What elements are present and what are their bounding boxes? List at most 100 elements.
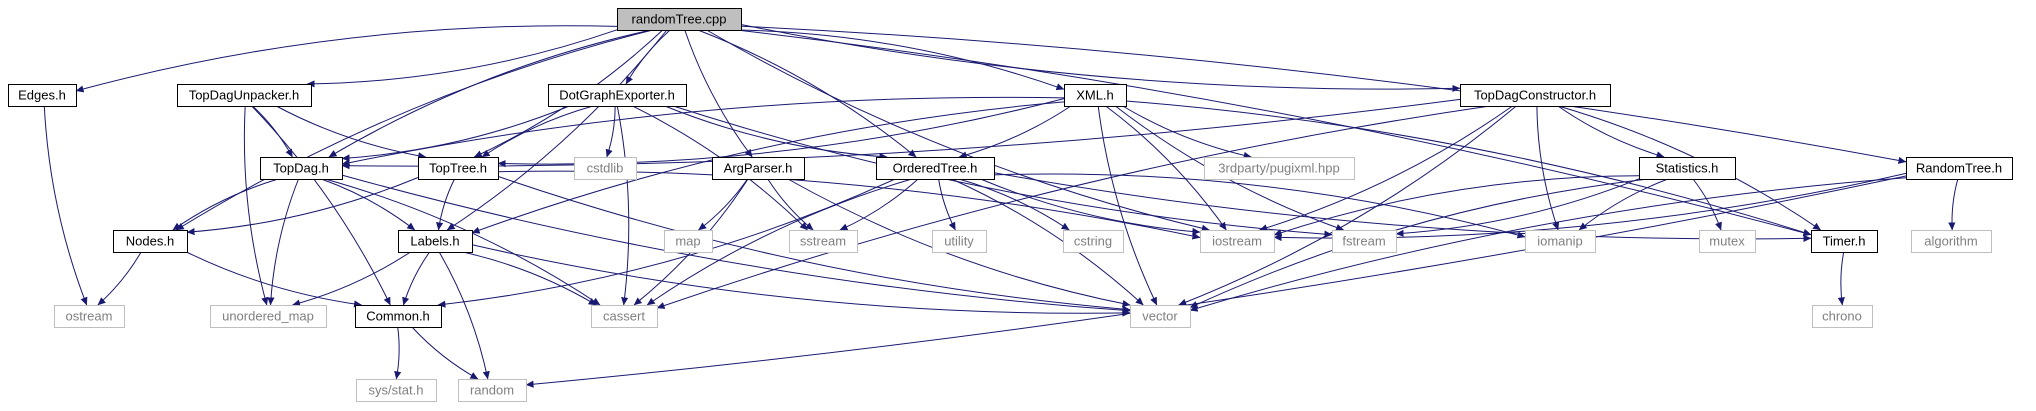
node-fstream: fstream [1332,230,1397,253]
edge-line [958,105,1072,159]
edge-randomtree-h-to-random [525,175,1907,388]
edge-randomtree-cpp-to-xml-h [739,29,1065,91]
node-box [210,305,327,328]
edge-line [471,244,1131,317]
node-box [398,230,473,253]
node-box [617,8,742,31]
node-topdagunpacker-h[interactable]: TopDagUnpacker.h [177,84,312,107]
node-toptree-h[interactable]: TopTree.h [418,157,499,180]
edge-topdagunpacker-h-to-unordered-map [243,105,269,306]
edge-line [394,326,402,380]
edge-statistics-h-to-mutex [1692,178,1722,231]
node-algorithm: algorithm [1911,230,1992,253]
node-topdag-h[interactable]: TopDag.h [260,157,343,180]
edge-line [252,105,293,158]
edge-edges-h-to-ostream [43,105,88,306]
node-box [113,230,188,253]
node-topdagconstructor-h[interactable]: TopDagConstructor.h [1460,84,1611,107]
edge-dotgraphexporter-h-to-topdag-h [341,105,570,162]
edge-line [186,251,362,308]
edge-line [1557,105,1665,159]
node-box [789,230,858,253]
node-label: random [470,383,514,398]
edge-line [1259,105,1513,232]
node-argparser-h[interactable]: ArgParser.h [712,157,805,180]
edge-line [321,178,416,231]
node-edges-h[interactable]: Edges.h [8,84,77,107]
node-common-h[interactable]: Common.h [355,305,442,328]
edge-common-h-to-random [411,326,479,380]
edge-orderedtree-h-to-cstring [958,178,1070,231]
edge-topdagconstructor-h-to-vector [1178,105,1517,306]
edge-orderedtree-h-to-iostream [980,178,1201,236]
edge-xml-h-to-timer-h [1125,100,1812,236]
edge-line [1692,178,1722,231]
node-label: sys/stat.h [369,383,424,398]
edge-labels-h-to-unordered-map [292,251,411,307]
node-box [355,305,442,328]
node-statistics-h[interactable]: Statistics.h [1639,157,1736,180]
edge-labels-h-to-vector [471,244,1131,317]
node-cstring: cstring [1063,230,1124,253]
edge-statistics-h-to-iostream [1273,175,1640,237]
edge-line [1178,105,1517,306]
node-dotgraphexporter-h[interactable]: DotGraphExporter.h [548,84,687,107]
edge-line [958,178,1070,231]
edge-line [462,251,597,306]
edge-randomtree-cpp-to-topdagunpacker-h [306,29,618,88]
edge-randomtree-cpp-to-argparser-h [684,29,753,158]
node-label: cassert [603,309,645,324]
node-label: Edges.h [18,88,66,103]
node-utility: utility [932,230,987,253]
edge-topdagconstructor-h-to-cassert [656,105,1490,309]
node-label: OrderedTree.h [893,161,978,176]
edge-line [767,178,814,231]
edge-labels-h-to-common-h [402,251,431,306]
node-box [664,230,713,253]
edge-line [1837,251,1845,306]
edges-layer [43,24,1959,388]
node-box [712,157,805,180]
edge-line [341,96,1065,167]
node-label: ostream [66,309,113,324]
edge-line [292,251,411,307]
node-timer-h[interactable]: Timer.h [1811,230,1878,253]
edge-topdag-h-to-unordered-map [267,178,299,306]
node-nodes-h[interactable]: Nodes.h [113,230,188,253]
node-box [1064,84,1127,107]
node-box [1332,230,1397,253]
edge-statistics-h-to-vector [1189,178,1648,309]
edge-timer-h-to-chrono [1837,251,1845,306]
edge-xml-h-to-iostream [1105,105,1227,231]
edge-xml-h-to-vector [1097,105,1158,306]
edge-line [605,105,616,158]
node-label: 3rdparty/pugixml.hpp [1218,161,1339,176]
node-box [1063,230,1124,253]
node-labels-h[interactable]: Labels.h [398,230,473,253]
edge-line [616,105,630,306]
node-label: TopDagUnpacker.h [189,88,300,103]
edge-xml-h-to-pugixml [1122,105,1252,159]
node-label: Nodes.h [126,234,174,249]
node-randomtree-cpp[interactable]: randomTree.cpp [617,8,742,31]
edge-line [980,178,1201,236]
edge-argparser-h-to-sstream [767,178,814,231]
node-box [1811,230,1878,253]
node-orderedtree-h[interactable]: OrderedTree.h [876,157,995,180]
node-label: Timer.h [1823,234,1866,249]
edge-line [243,105,269,306]
edge-line [736,29,1812,237]
node-iostream: iostream [1200,230,1275,253]
node-xml-h[interactable]: XML.h [1064,84,1127,107]
edge-line [787,178,1131,308]
edge-line [656,105,1490,309]
node-randomtree-h[interactable]: RandomTree.h [1906,157,2013,180]
edge-topdagconstructor-h-to-topdag-h [341,98,1461,170]
edge-line [402,251,431,306]
node-box [54,305,125,328]
edge-line [436,178,455,231]
edge-line [497,98,1065,168]
edge-line [1097,105,1158,306]
node-box [548,84,687,107]
node-box [1460,84,1611,107]
